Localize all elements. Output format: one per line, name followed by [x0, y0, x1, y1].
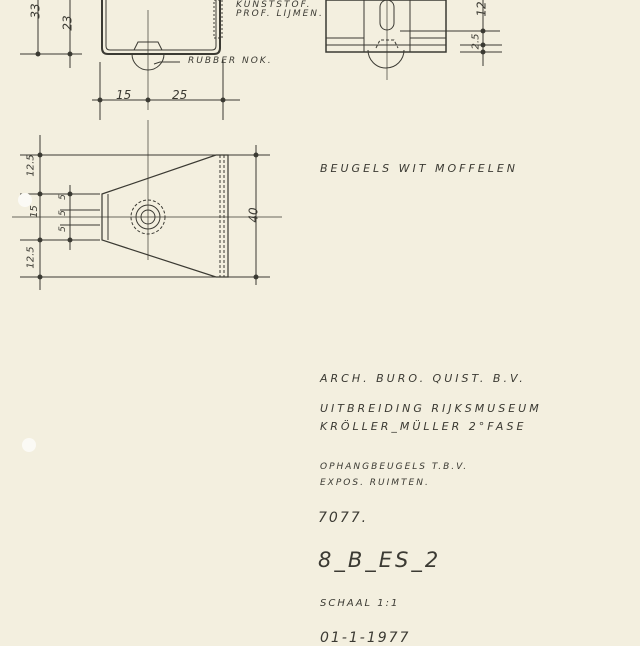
dim-33: 33	[28, 3, 43, 19]
scale: SCHAAL 1:1	[320, 598, 400, 609]
side-view-bracket	[325, 0, 502, 80]
top-view-bracket	[20, 0, 240, 120]
project-number: 7077.	[318, 510, 369, 526]
dim-25: 25	[172, 88, 188, 102]
dim-12: 12	[474, 1, 489, 17]
dim-40: 40	[246, 207, 261, 223]
note-rubber: RUBBER NOK.	[188, 56, 273, 66]
dim-23: 23	[60, 15, 75, 31]
front-view-bracket	[12, 120, 282, 290]
project-line-2: KRÖLLER_MÜLLER 2°FASE	[320, 420, 527, 433]
dim-15-left: 15	[28, 205, 40, 218]
dim-5-a: 5	[57, 194, 68, 200]
binder-hole	[18, 193, 32, 207]
office-name: ARCH. BURO. QUIST. B.V.	[320, 372, 526, 385]
dim-5-b: 5	[57, 210, 68, 216]
dim-2-5: 2.5	[470, 33, 482, 50]
dim-12-5-top: 12.5	[25, 154, 37, 177]
finish-note: BEUGELS WIT MOFFELEN	[320, 162, 519, 175]
subject-line-2: EXPOS. RUIMTEN.	[320, 478, 430, 488]
dim-5-c: 5	[57, 226, 68, 232]
date: 01-1-1977	[320, 630, 411, 646]
project-line-1: UITBREIDING RIJKSMUSEUM	[320, 402, 542, 415]
drawing-number: 8_B_ES_2	[318, 548, 442, 572]
dim-12-5-bottom: 12.5	[25, 246, 37, 269]
dim-15: 15	[116, 88, 132, 102]
note-material-2: PROF. LIJMEN.	[236, 9, 324, 19]
binder-hole	[22, 438, 36, 452]
note-material-1: KUNSTSTOF.	[236, 0, 312, 10]
subject-line-1: OPHANGBEUGELS T.B.V.	[320, 462, 469, 472]
